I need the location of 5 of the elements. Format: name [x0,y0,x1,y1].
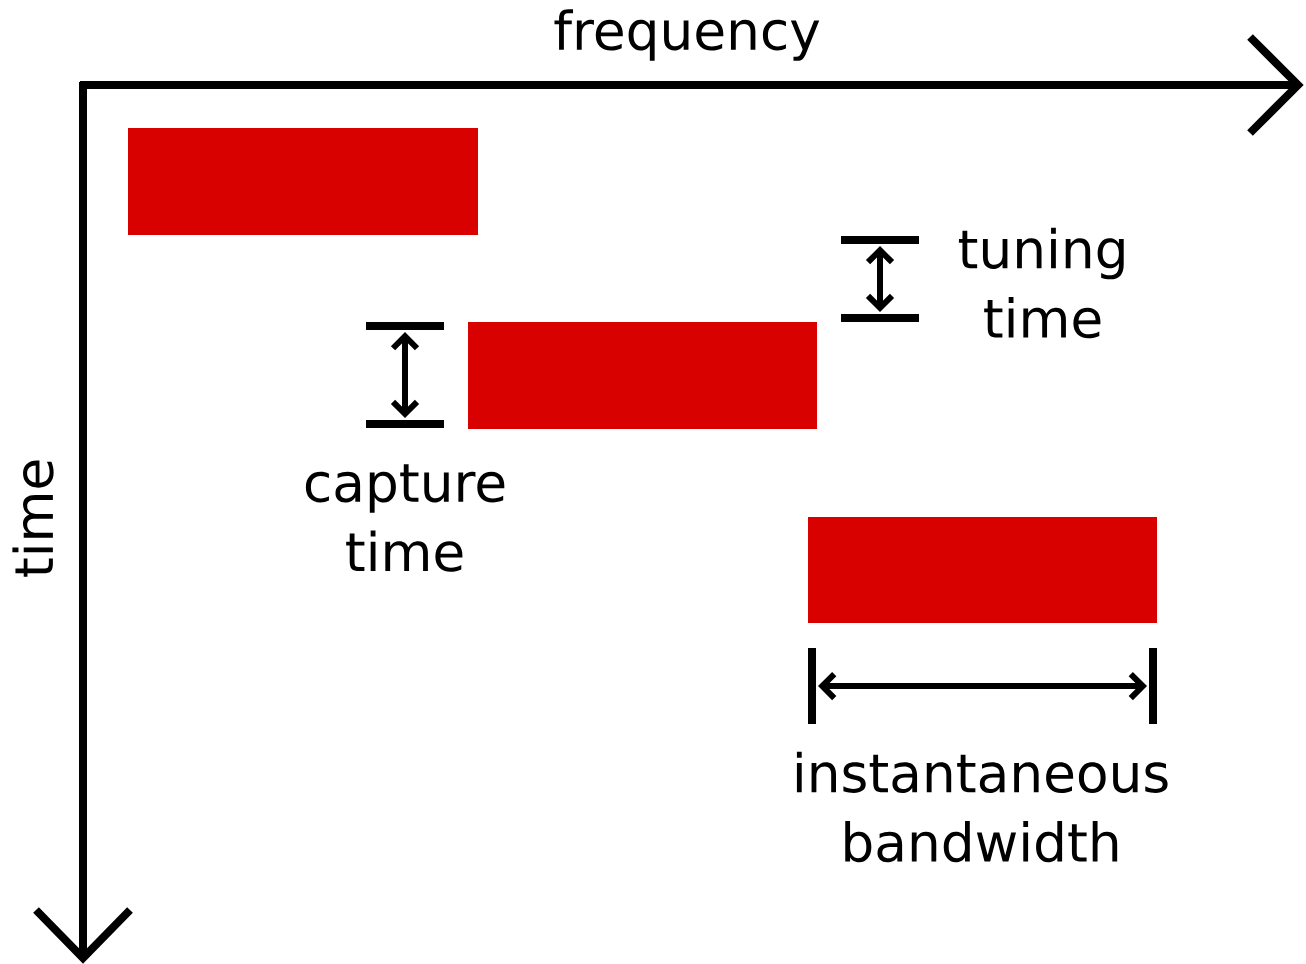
axis-label: time [12,460,54,577]
dimension-label: tuning time [958,227,1124,339]
bar [468,322,817,429]
bar [128,128,478,235]
bar [808,517,1157,623]
